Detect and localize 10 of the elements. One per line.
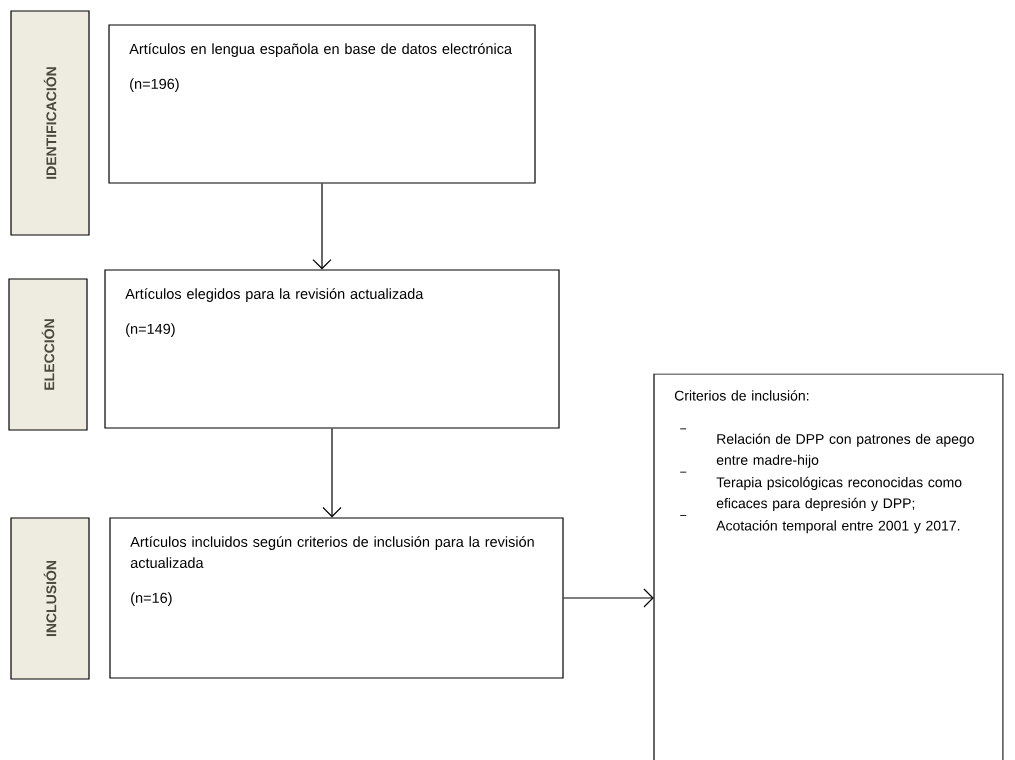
stage-band: IDENTIFICACIÓN: [10, 10, 90, 236]
arrow: [322, 428, 342, 518]
criteria-box: Criterios de inclusión: Relación de DPP con patrones de apego entre madre-hijo Terapia psicológicas reconocidas como eficaces para depresión y DPP; Acotación temporal entre 2001 y 2017.: [653, 373, 1004, 760]
arrow: [563, 588, 654, 608]
process-box: Artículos incluidos según criterios de inclusión para la revisión actualizada (n=16): [109, 517, 564, 679]
stage-band: ELECCIÓN: [8, 278, 88, 431]
process-box: Artículos en lengua española en base de datos electrónica (n=196): [108, 24, 536, 184]
process-box: Artículos elegidos para la revisión actualizada (n=149): [104, 269, 560, 429]
arrow: [312, 183, 332, 270]
stage-band: INCLUSIÓN: [10, 517, 90, 680]
